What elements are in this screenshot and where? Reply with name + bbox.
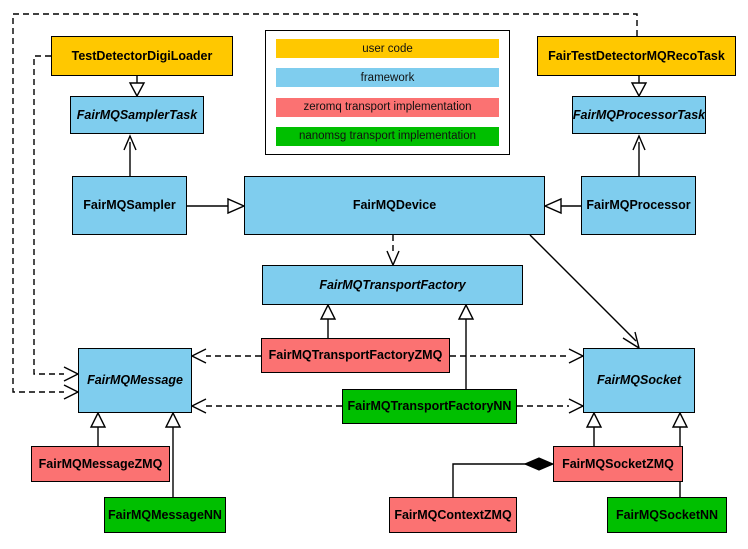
node-fairmqprocessortask[interactable]: FairMQProcessorTask: [572, 96, 706, 134]
legend-label: user code: [362, 42, 413, 55]
node-label: FairMQSocketZMQ: [562, 456, 674, 471]
legend-item-framework: framework: [276, 68, 499, 88]
node-label: FairMQMessageZMQ: [38, 456, 163, 471]
node-label: FairMQContextZMQ: [394, 507, 512, 522]
edge-generalization-factorynn-transportfactory: [457, 303, 475, 389]
node-fairmqtransportfactoryzmq[interactable]: FairMQTransportFactoryZMQ: [261, 338, 450, 373]
edge-association-device-socket: [529, 234, 641, 350]
edge-generalization-processor-device: [543, 197, 581, 215]
node-fairmqcontextzmq[interactable]: FairMQContextZMQ: [389, 497, 517, 533]
edge-generalization-factoryzmq-transportfactory: [319, 303, 337, 338]
edge-generalization-sampler-device: [187, 197, 246, 215]
node-label: FairMQProcessor: [586, 198, 691, 213]
edge-dependency-device-transportfactory: [386, 235, 400, 267]
node-label: FairMQMessageNN: [108, 507, 222, 522]
node-label: FairMQTransportFactoryNN: [347, 399, 512, 414]
legend-label: nanomsg transport implementation: [298, 130, 477, 143]
legend-item-user-code: user code: [276, 39, 499, 58]
node-label: FairMQMessage: [87, 373, 183, 388]
node-label: FairTestDetectorMQRecoTask: [548, 48, 725, 63]
edge-composition-contextzmq-socketzmq: [452, 457, 555, 497]
node-label: FairMQSampler: [83, 198, 176, 213]
node-label: FairMQSamplerTask: [76, 107, 198, 122]
node-label: FairMQDevice: [352, 198, 437, 213]
legend: user code framework zeromq transport imp…: [265, 30, 510, 155]
legend-item-nanomsg: nanomsg transport implementation: [276, 126, 499, 146]
node-fairmqsocketzmq[interactable]: FairMQSocketZMQ: [553, 446, 683, 482]
node-fairmqdevice[interactable]: FairMQDevice: [244, 176, 545, 235]
node-label: FairMQTransportFactoryZMQ: [268, 348, 443, 363]
node-fairmqmessage[interactable]: FairMQMessage: [78, 348, 192, 413]
edge-generalization-socketzmq-socket: [585, 411, 603, 446]
node-fairtestdetectormqrecotask[interactable]: FairTestDetectorMQRecoTask: [537, 36, 736, 76]
edge-dependency-factorynn-socket: [517, 398, 585, 414]
edge-dependency-factorynn-message: [190, 398, 342, 414]
edge-dependency-factoryzmq-socket: [450, 348, 585, 364]
edge-generalization-recotask-processortask: [630, 76, 648, 98]
node-fairmqsampler[interactable]: FairMQSampler: [72, 176, 187, 235]
node-fairmqmessagenn[interactable]: FairMQMessageNN: [104, 497, 226, 533]
node-label: FairMQSocketNN: [615, 507, 719, 522]
edge-generalization-messagezmq-message: [89, 411, 107, 446]
edge-association-processor-processortask: [632, 134, 646, 176]
node-label: FairMQProcessorTask: [572, 107, 706, 122]
legend-label: zeromq transport implementation: [303, 101, 472, 114]
legend-item-zeromq: zeromq transport implementation: [276, 97, 499, 117]
node-fairmqsocket[interactable]: FairMQSocket: [583, 348, 695, 413]
node-fairmqtransportfactorynn[interactable]: FairMQTransportFactoryNN: [342, 389, 517, 424]
node-fairmqmessagezmq[interactable]: FairMQMessageZMQ: [31, 446, 170, 482]
node-label: FairMQSocket: [596, 373, 682, 388]
edge-dependency-factoryzmq-message: [190, 348, 261, 364]
node-fairmqprocessor[interactable]: FairMQProcessor: [581, 176, 696, 235]
node-fairmqtransportfactory[interactable]: FairMQTransportFactory: [262, 265, 523, 305]
legend-label: framework: [360, 71, 415, 84]
node-testdetectordigiloader[interactable]: TestDetectorDigiLoader: [51, 36, 233, 76]
node-fairmqsocketnn[interactable]: FairMQSocketNN: [607, 497, 727, 533]
node-label: TestDetectorDigiLoader: [71, 48, 213, 63]
edge-association-sampler-samplertask: [123, 134, 137, 176]
edge-generalization-digiloader-samplertask: [128, 76, 146, 98]
node-fairmqsamplertask[interactable]: FairMQSamplerTask: [70, 96, 204, 134]
node-label: FairMQTransportFactory: [319, 277, 466, 292]
